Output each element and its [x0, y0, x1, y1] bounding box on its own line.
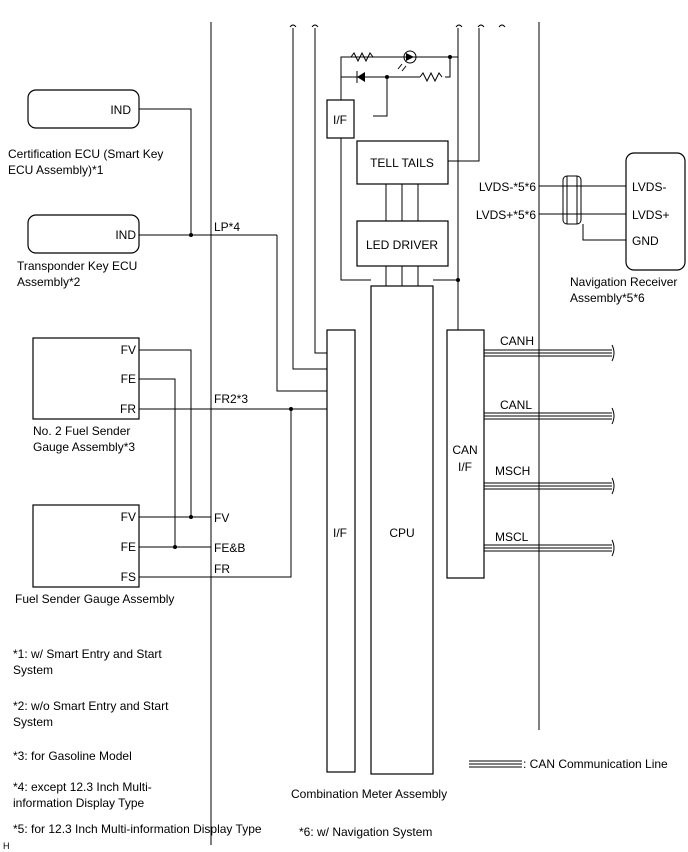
junction-fe — [173, 545, 177, 549]
wire-label-lvds-minus: LVDS-*5*6 — [479, 180, 536, 194]
if-tall-box — [326, 329, 356, 773]
wire-label-feb: FE&B — [214, 541, 245, 555]
led-triangle — [406, 53, 414, 61]
wire-label-msch: MSCH — [495, 464, 530, 478]
wire-label-mscl: MSCL — [495, 530, 529, 544]
note-4-line-1: *4: except 12.3 Inch Multi- — [13, 780, 152, 794]
note-1-line-1: *1: w/ Smart Entry and Start — [13, 647, 162, 661]
wire-label-fr: FR — [214, 562, 230, 576]
led-driver-box — [356, 220, 449, 267]
tell-tails-label: TELL TAILS — [370, 156, 434, 170]
cert-ecu-pin: IND — [110, 103, 131, 117]
fuel-sender-pin-fe: FE — [121, 540, 136, 554]
wire-tell-tails — [448, 28, 480, 162]
junction-ind — [189, 233, 193, 237]
wire-fe-no2 — [139, 378, 176, 547]
legend-can-line-label: : CAN Communication Line — [523, 757, 668, 771]
transponder-ecu-box — [27, 214, 140, 254]
transponder-ecu-pin: IND — [115, 228, 136, 242]
circuit-r2-right — [445, 57, 451, 78]
note-6: *6: w/ Navigation System — [299, 825, 432, 839]
led-driver-label: LED DRIVER — [366, 238, 438, 252]
cert-ecu-label-1: Certification ECU (Smart Key — [8, 147, 163, 161]
cpu-box — [370, 285, 434, 775]
circuit-up-wire — [450, 28, 459, 58]
wire-label-fr2: FR2*3 — [214, 392, 248, 406]
note-1-line-2: System — [13, 663, 53, 677]
mscl-line — [484, 544, 612, 552]
fuel-sender-label: Fuel Sender Gauge Assembly — [15, 592, 174, 606]
fuel-sender-no2-label-1: No. 2 Fuel Sender — [33, 424, 130, 438]
canl-line — [484, 412, 612, 420]
fuel-sender-no2-label-2: Gauge Assembly*3 — [33, 440, 135, 454]
wire-label-lp: LP*4 — [214, 220, 240, 234]
cert-ecu-label-2: ECU Assembly)*1 — [8, 163, 104, 177]
can-if-label-1: CAN — [452, 443, 477, 457]
wire-label-canh: CANH — [500, 334, 534, 348]
wire-ind-cert — [139, 108, 192, 235]
transponder-ecu-label-1: Transponder Key ECU — [17, 259, 137, 273]
wire-lp-to-meter — [276, 235, 327, 392]
note-2-line-1: *2: w/o Smart Entry and Start — [13, 699, 169, 713]
led-icon — [403, 50, 417, 64]
resistor-1 — [350, 51, 374, 63]
junction-fr — [289, 407, 293, 411]
nav-receiver-label-1: Navigation Receiver — [570, 275, 677, 289]
cpu-label: CPU — [389, 526, 414, 540]
meter-label: Combination Meter Assembly — [291, 787, 447, 801]
legend-can-line-icon — [469, 760, 522, 768]
if-small-label: I/F — [333, 113, 347, 127]
junction-circuit — [385, 75, 389, 79]
if-tall-label: I/F — [333, 526, 347, 540]
wire-label-fv: FV — [214, 511, 229, 525]
nav-receiver-label-2: Assembly*5*6 — [570, 291, 645, 305]
can-if-label-2: I/F — [458, 460, 472, 474]
junction-fv — [189, 515, 193, 519]
if-small-box — [326, 99, 355, 139]
wire-gnd — [582, 224, 626, 241]
can-if-box — [446, 329, 485, 579]
wire-label-canl: CANL — [500, 398, 532, 412]
canh-line — [484, 349, 612, 357]
fuel-sender-box — [32, 504, 140, 588]
nav-receiver-box — [625, 152, 686, 271]
diode-icon — [357, 72, 365, 82]
fuel-sender-no2-pin-fe: FE — [121, 372, 136, 386]
resistor-2 — [419, 71, 443, 83]
wire-top-2 — [314, 28, 327, 354]
fuel-sender-pin-fv: FV — [121, 510, 136, 524]
note-3: *3: for Gasoline Model — [13, 749, 132, 763]
note-2-line-2: System — [13, 715, 53, 729]
junction-led — [448, 55, 452, 59]
nav-pin-lvds-minus: LVDS- — [632, 180, 666, 194]
wire-label-lvds-plus: LVDS+*5*6 — [476, 208, 536, 222]
fuel-sender-no2-pin-fr: FR — [120, 402, 136, 416]
wire-fv-no2 — [139, 349, 192, 517]
shield-icon — [562, 175, 582, 225]
corner-mark: H — [3, 841, 10, 851]
wire-if-cpu — [340, 138, 371, 281]
can-break-marks — [611, 344, 615, 557]
circuit-if-wire — [373, 77, 388, 117]
wire-top-1 — [292, 28, 327, 370]
break-marks — [289, 24, 506, 28]
transponder-ecu-label-2: Assembly*2 — [17, 275, 81, 289]
wire-fs — [139, 409, 292, 578]
note-4-line-2: information Display Type — [13, 796, 145, 810]
nav-pin-lvds-plus: LVDS+ — [632, 208, 669, 222]
note-5: *5: for 12.3 Inch Multi-information Disp… — [13, 822, 262, 836]
fuel-sender-pin-fs: FS — [121, 570, 136, 584]
led-rays — [397, 63, 407, 72]
nav-pin-gnd: GND — [632, 234, 659, 248]
msch-line — [484, 482, 612, 490]
fuel-sender-no2-pin-fv: FV — [121, 343, 136, 357]
